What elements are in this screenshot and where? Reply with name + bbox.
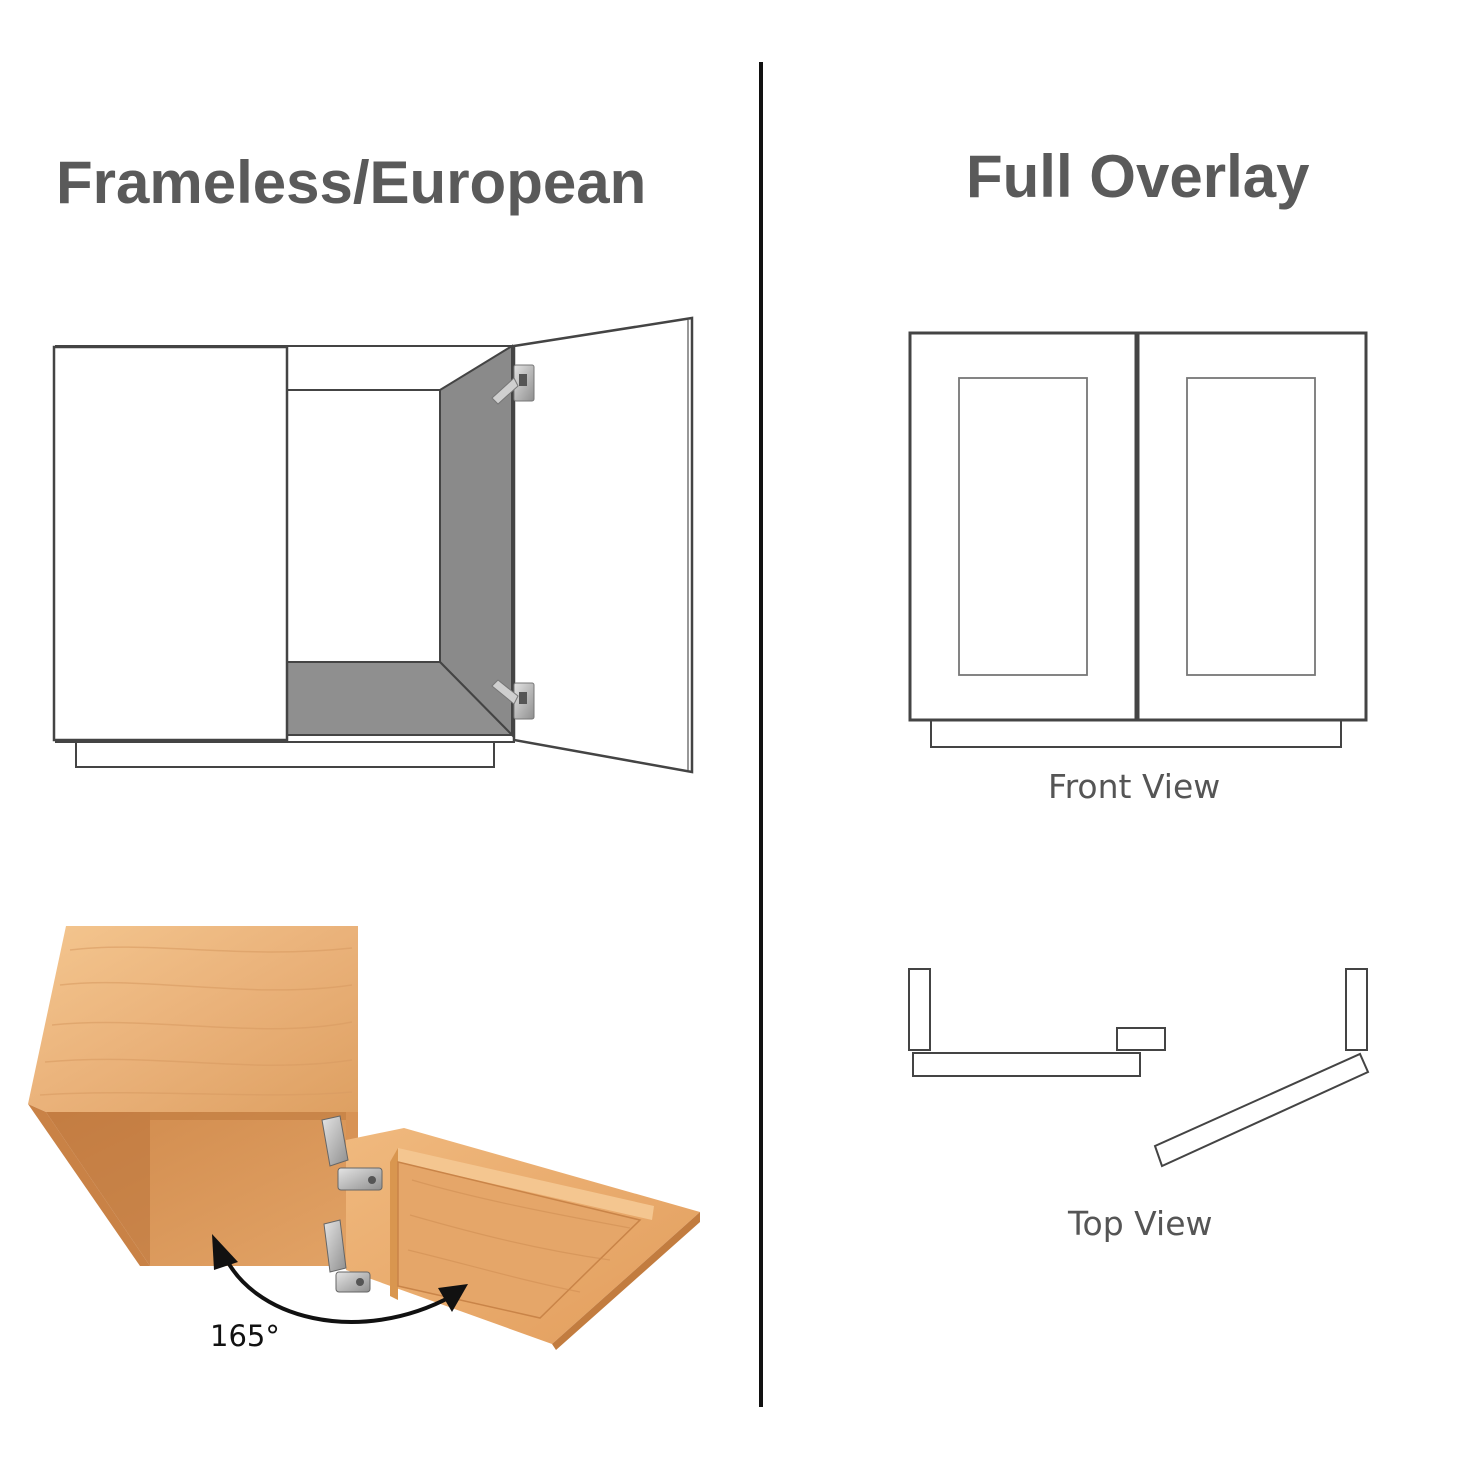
full-overlay-title: Full Overlay xyxy=(966,143,1310,210)
panel-divider xyxy=(759,62,763,1407)
front-right-door-panel xyxy=(1186,377,1316,676)
top-view-drawing xyxy=(908,968,1370,1168)
front-view-base xyxy=(930,719,1342,748)
frameless-european-title: Frameless/European xyxy=(56,149,647,216)
wood-cabinet-side xyxy=(28,926,358,1112)
closed-left-door xyxy=(52,345,289,742)
hinge-upper-icon xyxy=(491,364,535,405)
frameless-hinges xyxy=(491,364,535,720)
cabinet-back-panel xyxy=(286,389,441,663)
wood-cabinet-illustration xyxy=(28,926,700,1350)
opened-right-door xyxy=(512,316,694,774)
top-view-left-side xyxy=(908,968,931,1051)
top-view-right-side xyxy=(1345,968,1368,1051)
wood-hinge-lower-icon xyxy=(323,1219,371,1293)
cabinet-base xyxy=(75,739,495,768)
opening-angle-arrow xyxy=(212,1234,468,1324)
top-view-caption: Top View xyxy=(1068,1204,1213,1243)
hinge-lower-icon xyxy=(491,679,535,720)
front-view-caption: Front View xyxy=(1048,767,1221,806)
frameless-cabinet-drawing xyxy=(52,316,694,774)
wood-hinge-upper-icon xyxy=(321,1115,383,1191)
top-view-closed-door xyxy=(912,1052,1141,1077)
opening-angle-label: 165° xyxy=(210,1319,280,1353)
top-view-open-door xyxy=(1153,1052,1370,1168)
front-left-door-panel xyxy=(958,377,1088,676)
front-view-drawing xyxy=(908,331,1368,748)
top-view-divider-block xyxy=(1116,1027,1166,1051)
